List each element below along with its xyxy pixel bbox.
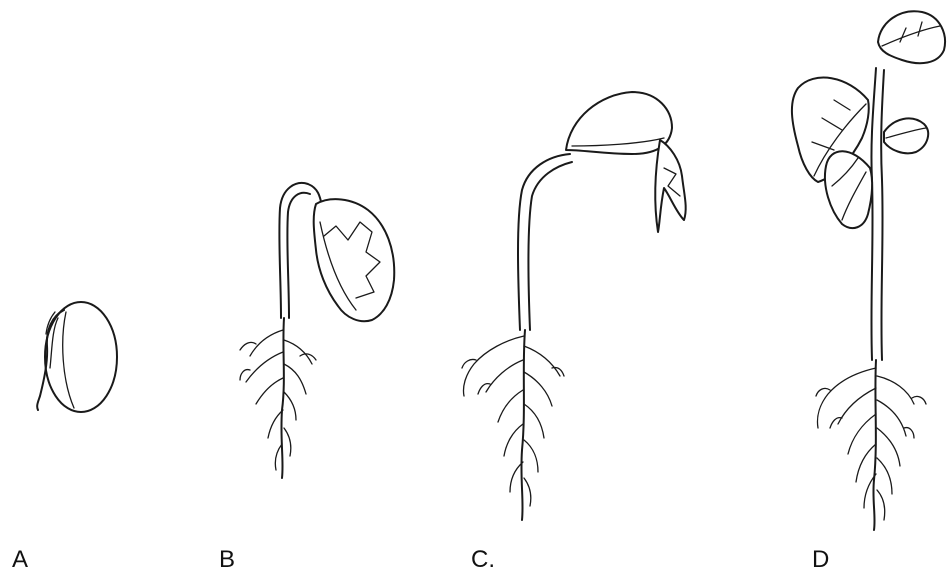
stage-label-a: A xyxy=(12,548,28,572)
stage-c-seedling xyxy=(462,92,686,520)
stage-b-seedling xyxy=(240,183,394,478)
stage-label-b: B xyxy=(219,548,235,572)
stage-d-plant xyxy=(792,11,945,530)
stage-label-c: C. xyxy=(471,548,495,572)
stage-a-seed xyxy=(37,302,117,412)
stage-label-d: D xyxy=(812,548,829,572)
